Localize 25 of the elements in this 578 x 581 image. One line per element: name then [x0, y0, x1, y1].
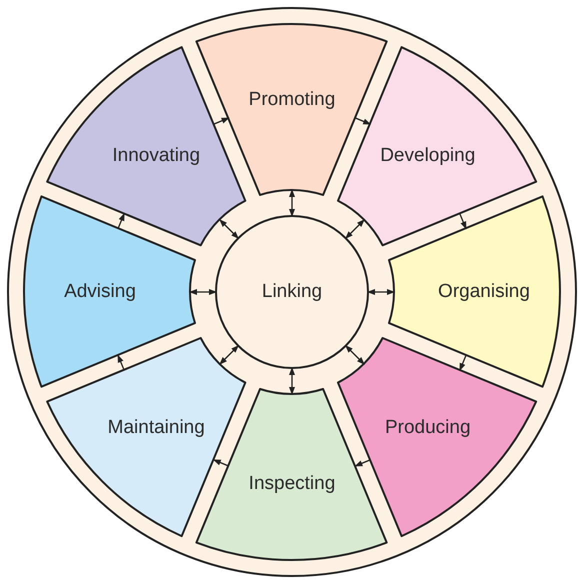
- segment-label: Advising: [64, 280, 136, 303]
- arrow: [459, 214, 467, 230]
- segment-label: Maintaining: [108, 416, 205, 439]
- arrow: [355, 117, 372, 125]
- arrow: [212, 459, 229, 467]
- arrow: [219, 345, 239, 365]
- arrow: [345, 219, 365, 239]
- arrow: [189, 289, 217, 295]
- segment-label: Promoting: [248, 88, 336, 111]
- hub-label: Linking: [262, 281, 322, 303]
- arrow: [214, 117, 230, 125]
- segment-label: Innovating: [112, 145, 200, 168]
- arrow: [117, 212, 125, 229]
- arrow: [289, 367, 295, 395]
- arrow: [219, 219, 239, 239]
- arrow: [117, 354, 125, 370]
- segment-label: Inspecting: [248, 472, 336, 495]
- arrow: [367, 289, 395, 295]
- arrow: [345, 345, 365, 365]
- segment-label: Developing: [380, 145, 476, 168]
- arrow: [354, 459, 370, 467]
- arrow: [289, 189, 295, 217]
- segment-label: Producing: [384, 416, 471, 439]
- arrow: [459, 355, 467, 372]
- segment-label: Organising: [438, 280, 530, 303]
